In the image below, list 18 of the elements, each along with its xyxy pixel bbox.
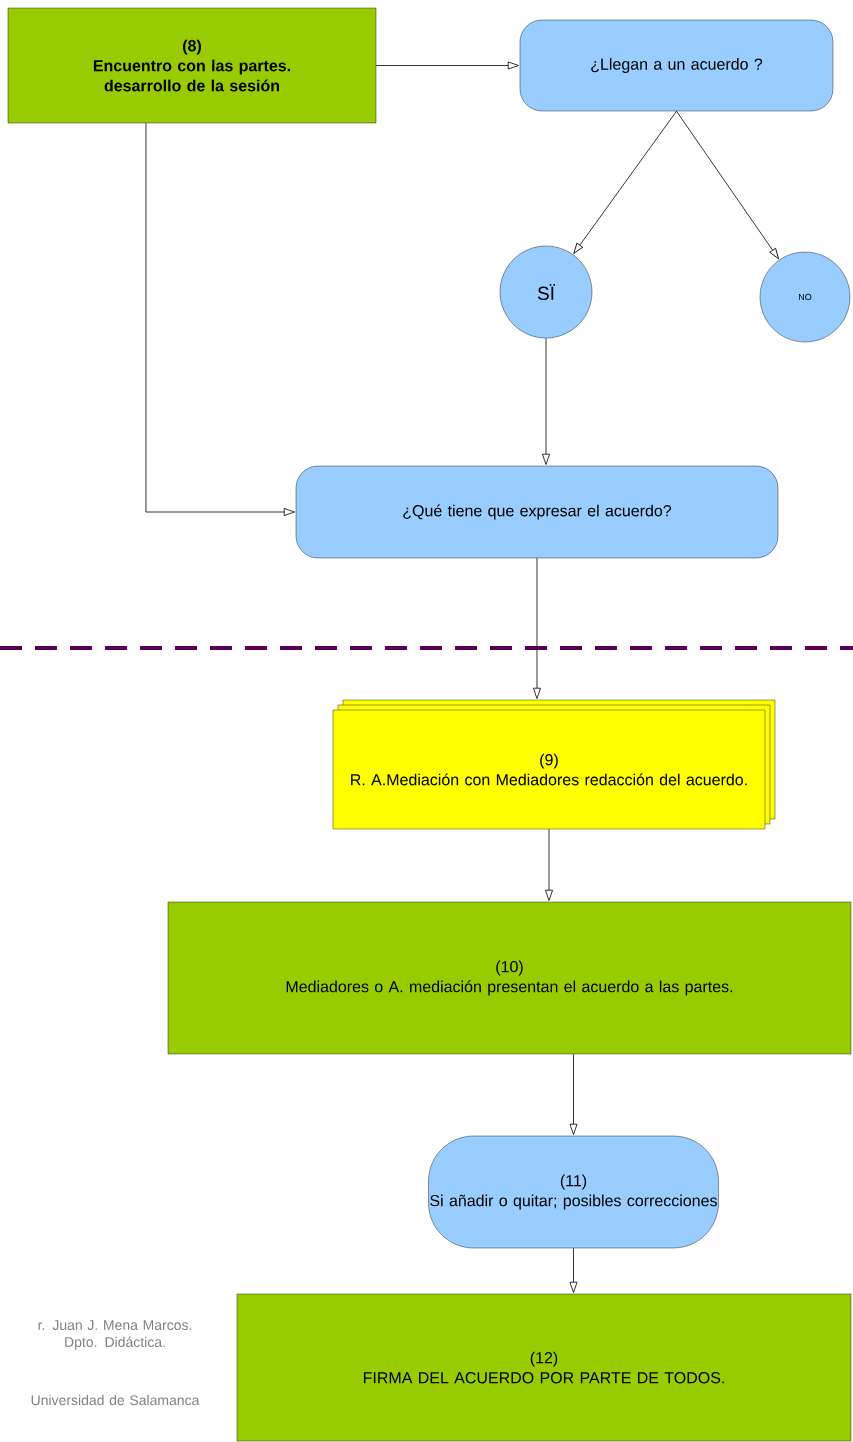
- credit-text: Universidad de Salamanca: [31, 1394, 200, 1406]
- arrow: [569, 1053, 578, 1135]
- process-box: (12) FIRMA DEL ACUERDO POR PARTE DE TODOS.: [236, 1293, 852, 1442]
- arrow: [375, 61, 519, 70]
- arrow: [545, 828, 553, 901]
- arrow: [573, 110, 677, 254]
- credit-text: r. Juan J. Mena Marcos. Dpto. Didáctica.: [38, 1320, 192, 1350]
- decision-terminal: ¿Llegan a un acuerdo ?: [519, 19, 834, 112]
- arrow: [542, 337, 550, 465]
- question-terminal: ¿Qué tiene que expresar el acuerdo?: [295, 465, 779, 559]
- process-terminal: (11) Si añadir o quitar; posibles correcciones: [428, 1135, 719, 1249]
- arrow: [533, 557, 541, 699]
- arrow: [676, 110, 779, 260]
- arrow: [145, 122, 295, 516]
- process-box: (8) Encuentro con las partes. desarrollo de la sesión: [7, 7, 377, 124]
- stacked-document-box: (9) R. A.Mediación con Mediadores redacción del acuerdo.: [332, 699, 776, 830]
- process-box: (10) Mediadores o A. mediación presentan el acuerdo a las partes.: [167, 901, 852, 1055]
- arrow: [569, 1247, 578, 1293]
